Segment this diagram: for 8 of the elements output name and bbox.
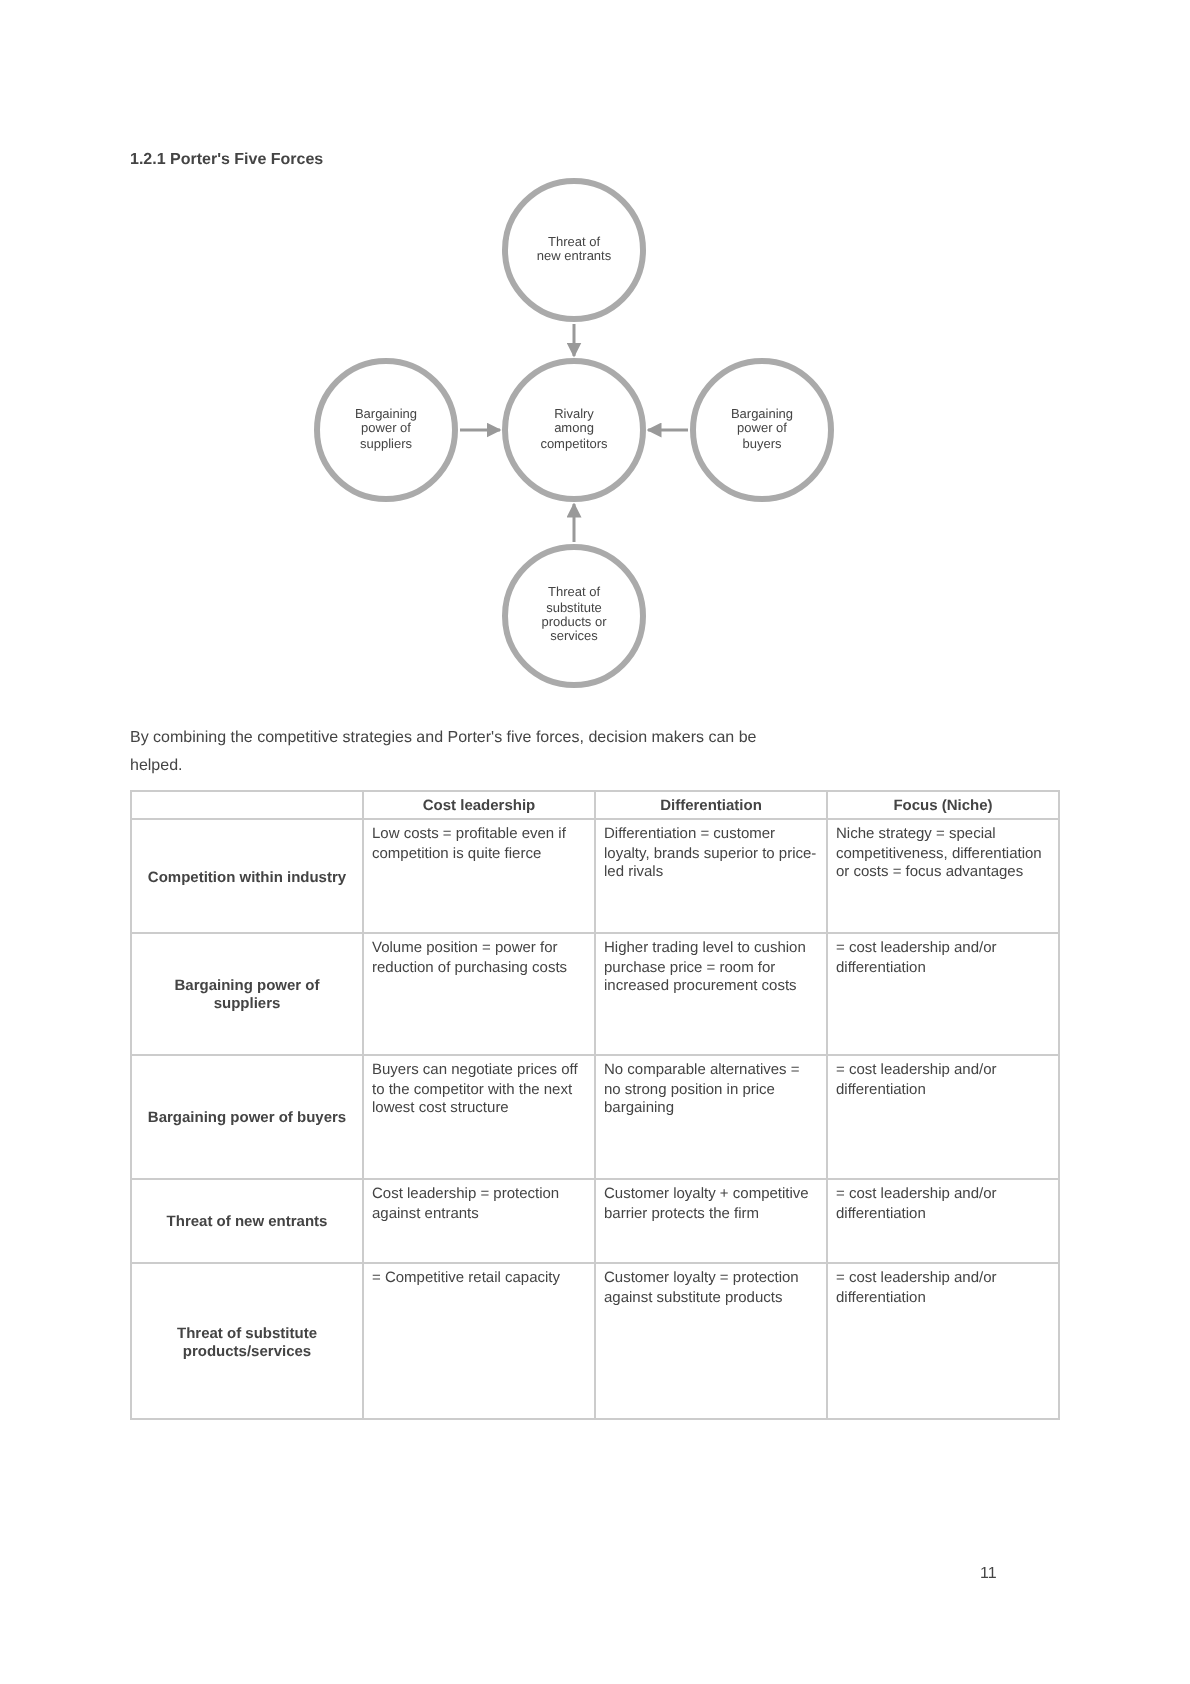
arrow bbox=[566, 502, 582, 542]
heading: 1.2.1 Porter's Five Forces bbox=[130, 150, 324, 168]
arrow bbox=[646, 422, 688, 438]
page-number: 11 bbox=[980, 1564, 997, 1582]
body-text: helped. bbox=[130, 753, 185, 778]
arrow bbox=[460, 422, 502, 438]
body-text: By combining the competitive strategies and Porter's five forces, decision makers can be bbox=[130, 726, 759, 750]
arrow bbox=[566, 324, 582, 358]
